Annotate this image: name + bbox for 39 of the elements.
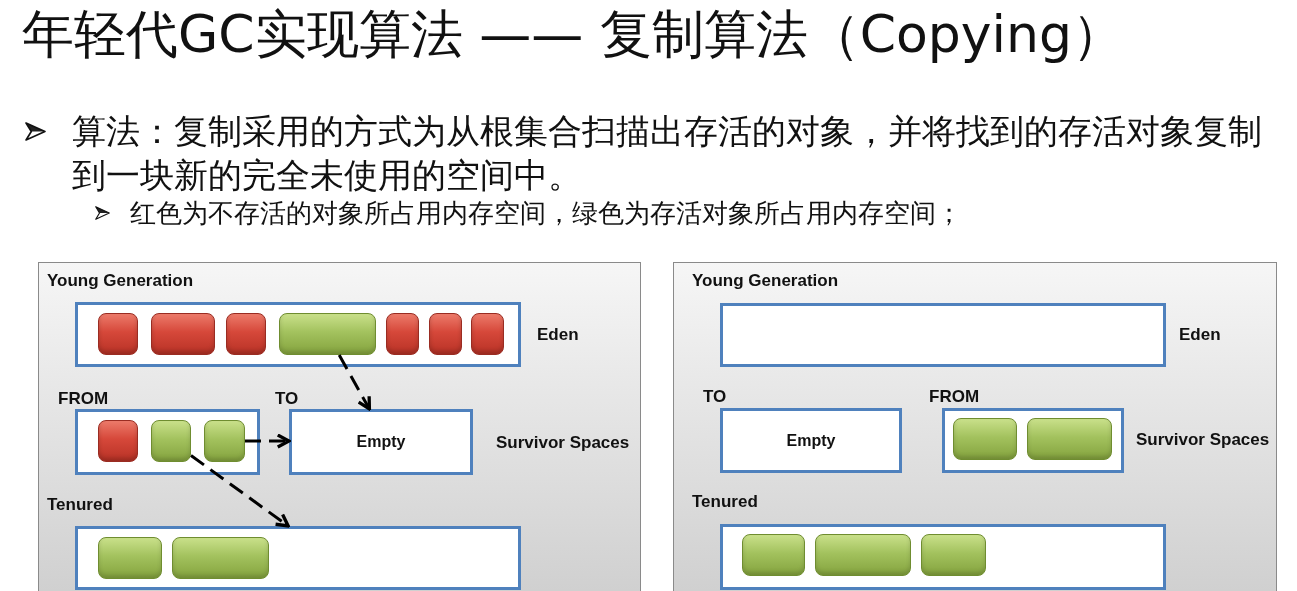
memory-panel	[673, 262, 1277, 591]
dead-object-block	[226, 313, 266, 355]
live-object-block	[204, 420, 245, 462]
panel-heading: Young Generation	[692, 271, 839, 291]
dashed-arrow	[245, 433, 291, 449]
live-object-block	[921, 534, 986, 576]
region-label: Eden	[1179, 325, 1221, 345]
region-label: Survivor Spaces	[496, 433, 630, 453]
sub-bullet-text: 红色为不存活的对象所占用内存空间，绿色为存活对象所占用内存空间；	[130, 198, 962, 228]
dead-object-block	[386, 313, 419, 355]
panel-heading: Young Generation	[47, 271, 194, 291]
live-object-block	[98, 537, 162, 579]
live-object-block	[742, 534, 805, 576]
slide-title: 年轻代GC实现算法 —— 复制算法（Copying）	[22, 4, 1124, 64]
region-label: Survivor Spaces	[1136, 430, 1270, 450]
space-heading: Tenured	[692, 492, 758, 512]
dead-object-block	[98, 420, 138, 462]
memory-panel	[38, 262, 641, 591]
dead-object-block	[151, 313, 215, 355]
space-heading: TO	[275, 389, 299, 409]
space-heading: FROM	[58, 389, 109, 409]
live-object-block	[279, 313, 376, 355]
dead-object-block	[471, 313, 504, 355]
region-label: Eden	[537, 325, 579, 345]
bullet-text: 算法：复制采用的方式为从根集合扫描出存活的对象，并将找到的存活对象复制到一块新的完全未使用的空间中。	[72, 110, 1263, 197]
live-object-block	[151, 420, 191, 462]
dashed-arrow	[190, 454, 290, 528]
status-text: Empty	[786, 431, 836, 451]
space-heading: Tenured	[47, 495, 113, 515]
dashed-arrow	[337, 354, 372, 411]
space-heading: TO	[703, 387, 727, 407]
dead-object-block	[98, 313, 138, 355]
live-object-block	[815, 534, 911, 576]
space-heading: FROM	[929, 387, 980, 407]
status-text: Empty	[356, 432, 406, 452]
dead-object-block	[429, 313, 462, 355]
live-object-block	[1027, 418, 1112, 460]
live-object-block	[172, 537, 269, 579]
live-object-block	[953, 418, 1017, 460]
